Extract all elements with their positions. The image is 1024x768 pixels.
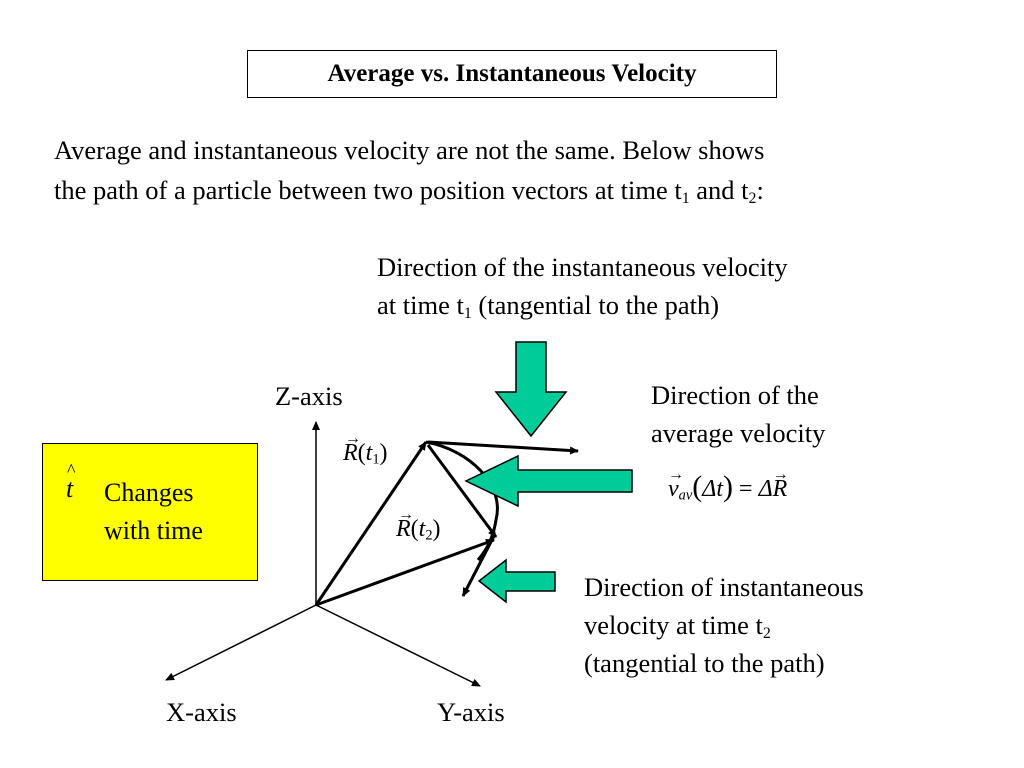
title-box: Average vs. Instantaneous Velocity xyxy=(247,50,777,98)
label-instantaneous-t2: Direction of instantaneous velocity at t… xyxy=(584,568,864,682)
instantaneous-velocity-t1-line xyxy=(427,440,579,455)
label-inst-t2-line-3: (tangential to the path) xyxy=(584,648,825,678)
label-inst-t1-post: (tangential to the path) xyxy=(471,290,720,320)
label-avg-line-2: average velocity xyxy=(651,418,826,448)
average-velocity-vector-line xyxy=(426,444,498,538)
label-inst-t2-line-2: velocity at time t2 xyxy=(584,606,864,644)
label-average-velocity: Direction of the average velocity xyxy=(651,376,825,452)
label-inst-t1-sub: 1 xyxy=(463,304,472,322)
label-instantaneous-t1: Direction of the instantaneous velocity … xyxy=(377,248,788,324)
intro-line-2-post: : xyxy=(756,175,764,205)
y-axis-line xyxy=(315,604,481,687)
eq-av: av xyxy=(678,487,693,504)
instantaneous-velocity-t2-line xyxy=(461,535,496,597)
intro-line-2-mid: and t xyxy=(689,175,749,205)
average-velocity-equation: →vav(Δt) = →ΔR xyxy=(668,466,789,504)
green-arrow-left-large xyxy=(464,454,633,508)
position-vector-r1-line xyxy=(314,441,428,606)
position-vector-r-t1: →R(t1) xyxy=(343,430,388,468)
label-inst-t1-line-1: Direction of the instantaneous velocity xyxy=(377,252,788,282)
eq-dt: Δt xyxy=(702,476,724,502)
label-inst-t2-sub: 2 xyxy=(762,624,771,642)
yellow-note-box xyxy=(42,443,258,581)
label-inst-t1-pre: at time t xyxy=(377,290,464,320)
r1-t: t xyxy=(365,440,373,466)
y-axis-label: Y-axis xyxy=(437,697,505,727)
eq-equals: = xyxy=(739,476,753,502)
x-axis-line xyxy=(165,604,317,681)
r1-letter: R xyxy=(343,440,358,466)
intro-sub-1: 1 xyxy=(681,189,690,207)
eq-dr: ΔR xyxy=(758,476,788,502)
position-vector-r-t2: →R(t2) xyxy=(396,506,441,544)
page-title: Average vs. Instantaneous Velocity xyxy=(327,60,697,87)
x-axis-label: X-axis xyxy=(166,697,237,727)
intro-line-2: the path of a particle between two posit… xyxy=(54,170,764,210)
label-inst-t1-line-2: at time t1 (tangential to the path) xyxy=(377,286,788,324)
r2-sub: 2 xyxy=(425,527,433,544)
unit-tangent-letter: t xyxy=(66,474,74,503)
green-arrow-left-small xyxy=(477,558,556,604)
label-avg-line-1: Direction of the xyxy=(651,380,819,410)
green-arrow-down xyxy=(494,341,568,438)
unit-tangent-symbol: ^ t xyxy=(66,460,76,503)
r2-t: t xyxy=(418,516,426,542)
label-inst-t2-pre: velocity at time t xyxy=(584,610,763,640)
eq-v: v xyxy=(668,476,679,502)
label-inst-t2-line-1: Direction of instantaneous xyxy=(584,572,864,602)
intro-line-1: Average and instantaneous velocity are n… xyxy=(54,135,765,165)
intro-sub-2: 2 xyxy=(748,189,757,207)
changes-with-time-text: Changes with time xyxy=(104,474,203,550)
r2-letter: R xyxy=(396,516,411,542)
r1-sub: 1 xyxy=(372,451,380,468)
changes-line-2: with time xyxy=(104,516,203,545)
changes-line-1: Changes xyxy=(104,478,194,507)
intro-text: Average and instantaneous velocity are n… xyxy=(54,130,764,210)
position-vector-r2-line xyxy=(315,538,495,607)
z-axis-label: Z-axis xyxy=(275,381,343,411)
intro-line-2-pre: the path of a particle between two posit… xyxy=(54,175,682,205)
